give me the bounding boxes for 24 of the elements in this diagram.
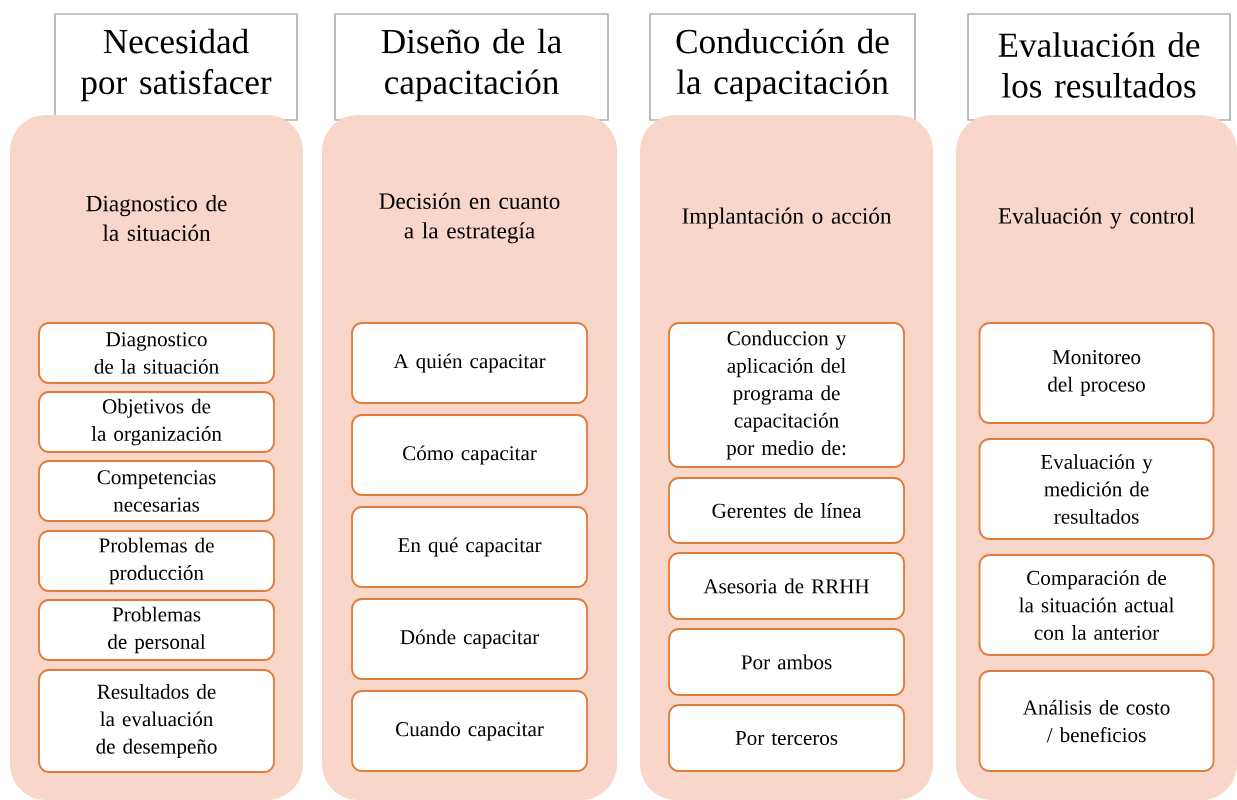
item-box: Por ambos [668,628,905,696]
header-box: Conducción de la capacitación [649,13,916,121]
item-box: Por terceros [668,704,905,772]
item-box: Conduccion y aplicación del programa de capacitación por medio de: [668,322,905,468]
item-box: Objetivos de la organización [38,391,275,453]
item-box: Diagnostico de la situación [38,322,275,384]
item-box: Resultados de la evaluación de desempeño [38,669,275,773]
item-box: Asesoria de RRHH [668,552,905,620]
item-box: Competencias necesarias [38,460,275,522]
item-box: A quién capacitar [351,322,588,404]
item-box: Problemas de producción [38,530,275,592]
header-box: Evaluación de los resultados [967,13,1231,121]
item-box: Cómo capacitar [351,414,588,496]
item-box: Comparación de la situación actual con la anterior [978,554,1215,656]
item-box: Análisis de costo / beneficios [978,670,1215,772]
header-box: Diseño de la capacitación [334,13,609,121]
item-box: Problemas de personal [38,599,275,661]
item-box: Dónde capacitar [351,598,588,680]
item-box: Gerentes de línea [668,477,905,544]
item-box: Evaluación y medición de resultados [978,438,1215,540]
item-box: Cuando capacitar [351,690,588,772]
header-box: Necesidad por satisfacer [54,13,298,121]
item-box: En qué capacitar [351,506,588,588]
item-box: Monitoreo del proceso [978,322,1215,424]
